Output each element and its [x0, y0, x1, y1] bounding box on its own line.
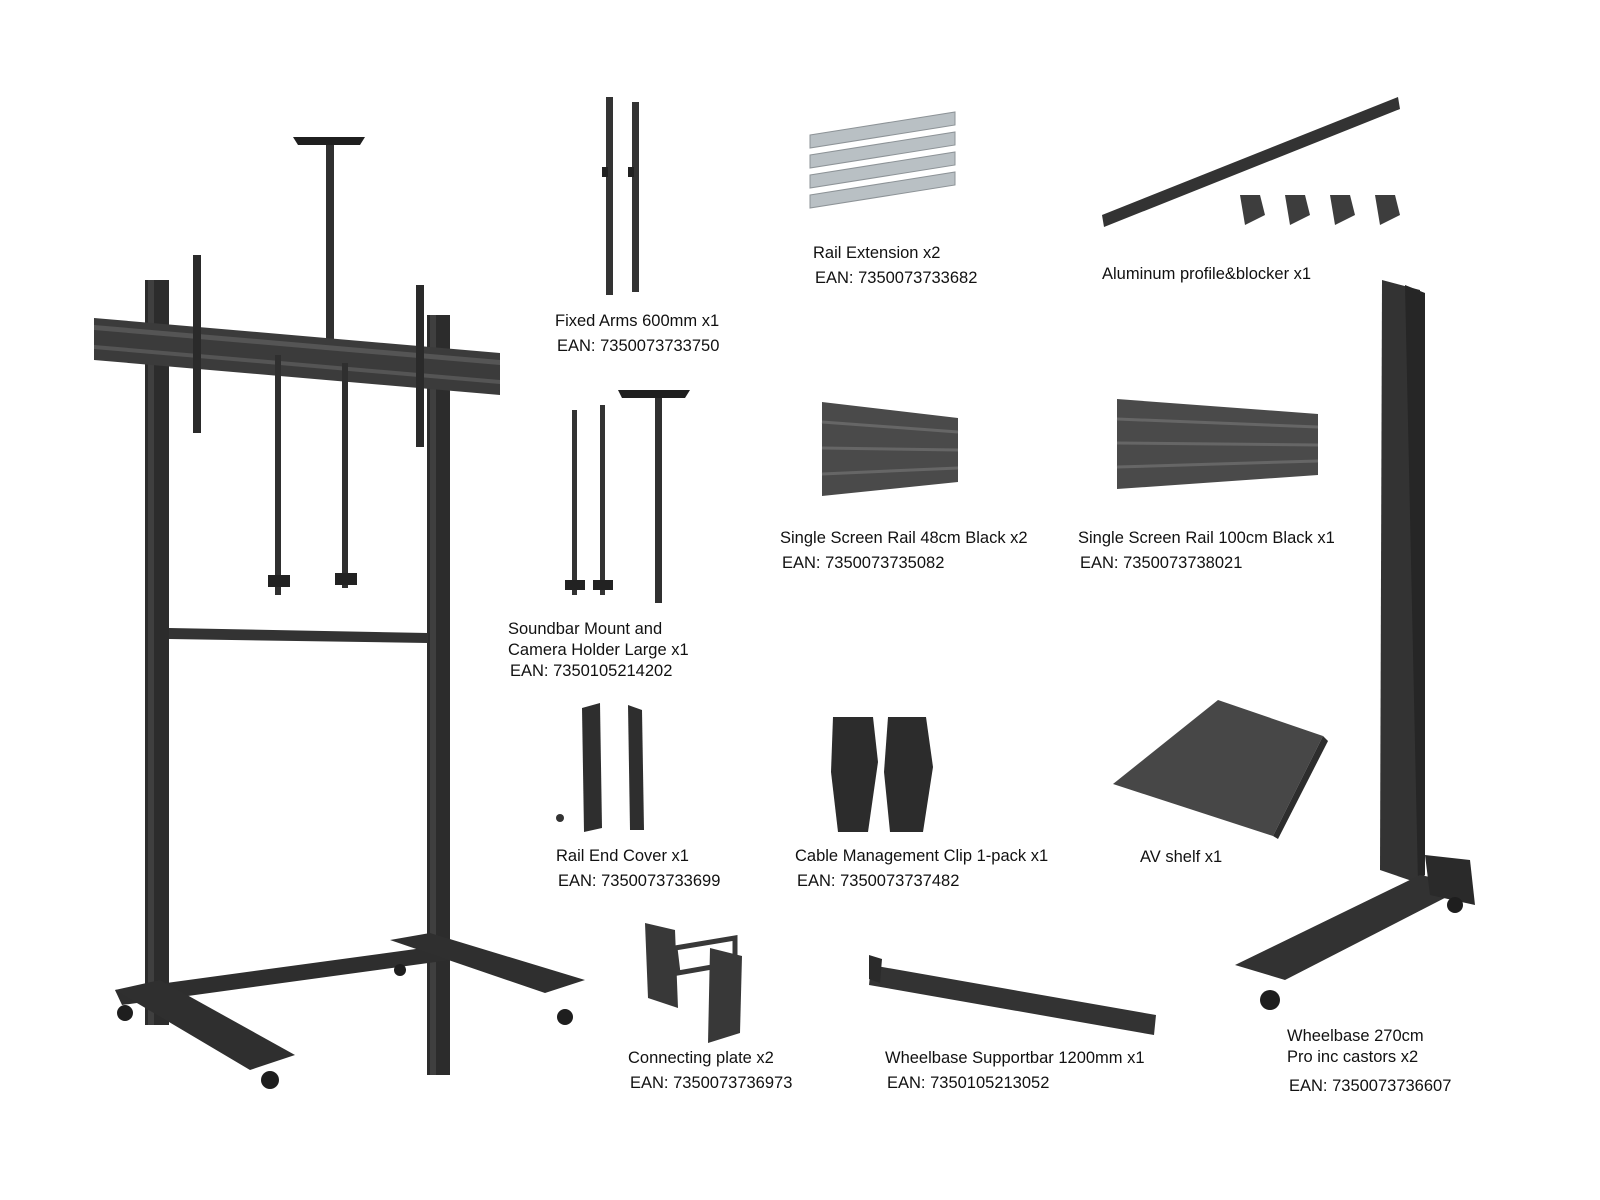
cable-clip-label: Cable Management Clip 1-pack x1 EAN: 735…: [795, 846, 1048, 892]
supportbar-label: Wheelbase Supportbar 1200mm x1 EAN: 7350…: [885, 1048, 1145, 1094]
part-ean: EAN: 7350073733682: [815, 269, 978, 287]
part-ean: EAN: 7350105213052: [887, 1074, 1050, 1092]
part-ean: EAN: 7350073738021: [1080, 554, 1243, 572]
connecting-plate-label: Connecting plate x2 EAN: 7350073736973: [628, 1048, 792, 1094]
rail-end-cover-label: Rail End Cover x1 EAN: 7350073733699: [556, 846, 720, 892]
connecting-plate-icon: [640, 918, 750, 1043]
av-shelf-label: AV shelf x1: [1140, 847, 1222, 868]
wheelbase-icon: [1230, 275, 1480, 1015]
part-ean: EAN: 7350073736607: [1289, 1077, 1452, 1095]
screen-rail-48-icon: [820, 400, 960, 497]
part-ean: EAN: 7350073733750: [557, 337, 720, 355]
part-name: Fixed Arms 600mm x1: [555, 312, 720, 330]
part-name-line2: Pro inc castors x2: [1287, 1048, 1419, 1066]
part-name: Cable Management Clip 1-pack x1: [795, 847, 1049, 865]
part-name: Connecting plate x2: [628, 1049, 774, 1067]
screen-rail-100-icon: [1115, 397, 1320, 494]
part-name: Soundbar Mount and: [508, 620, 663, 638]
soundbar-mount-icon: [560, 385, 695, 607]
supportbar-icon: [866, 955, 1161, 1045]
part-name: Rail Extension x2: [813, 244, 941, 262]
wheelbase-label: Wheelbase 270cm Pro inc castors x2 EAN: …: [1287, 1026, 1451, 1097]
part-name-line2: Camera Holder Large x1: [508, 641, 689, 659]
screen-rail-100-label: Single Screen Rail 100cm Black x1 EAN: 7…: [1078, 528, 1335, 574]
part-ean: EAN: 7350073737482: [797, 872, 960, 890]
rail-extension-icon: [808, 110, 958, 215]
part-name: AV shelf x1: [1140, 848, 1223, 866]
part-name: Wheelbase 270cm: [1287, 1027, 1424, 1045]
soundbar-mount-label: Soundbar Mount and Camera Holder Large x…: [508, 619, 689, 682]
part-name: Aluminum profile&blocker x1: [1102, 265, 1312, 283]
fixed-arms-label: Fixed Arms 600mm x1 EAN: 7350073733750: [555, 311, 719, 357]
aluminum-profile-label: Aluminum profile&blocker x1: [1102, 264, 1311, 285]
part-ean: EAN: 7350073733699: [558, 872, 721, 890]
av-shelf-icon: [1108, 696, 1333, 841]
part-name: Rail End Cover x1: [556, 847, 689, 865]
fixed-arms-icon: [600, 97, 650, 297]
screen-rail-48-label: Single Screen Rail 48cm Black x2 EAN: 73…: [780, 528, 1028, 574]
part-ean: EAN: 7350073735082: [782, 554, 945, 572]
part-ean: EAN: 7350073736973: [630, 1074, 793, 1092]
part-name: Wheelbase Supportbar 1200mm x1: [885, 1049, 1145, 1067]
rail-extension-label: Rail Extension x2 EAN: 7350073733682: [813, 243, 977, 289]
assembled-stand-image: [90, 125, 610, 1095]
aluminum-profile-icon: [1100, 95, 1405, 235]
part-ean: EAN: 7350105214202: [510, 662, 673, 680]
rail-end-cover-icon: [552, 700, 652, 835]
part-name: Single Screen Rail 100cm Black x1: [1078, 529, 1335, 547]
cable-clip-icon: [828, 712, 940, 837]
part-name: Single Screen Rail 48cm Black x2: [780, 529, 1028, 547]
